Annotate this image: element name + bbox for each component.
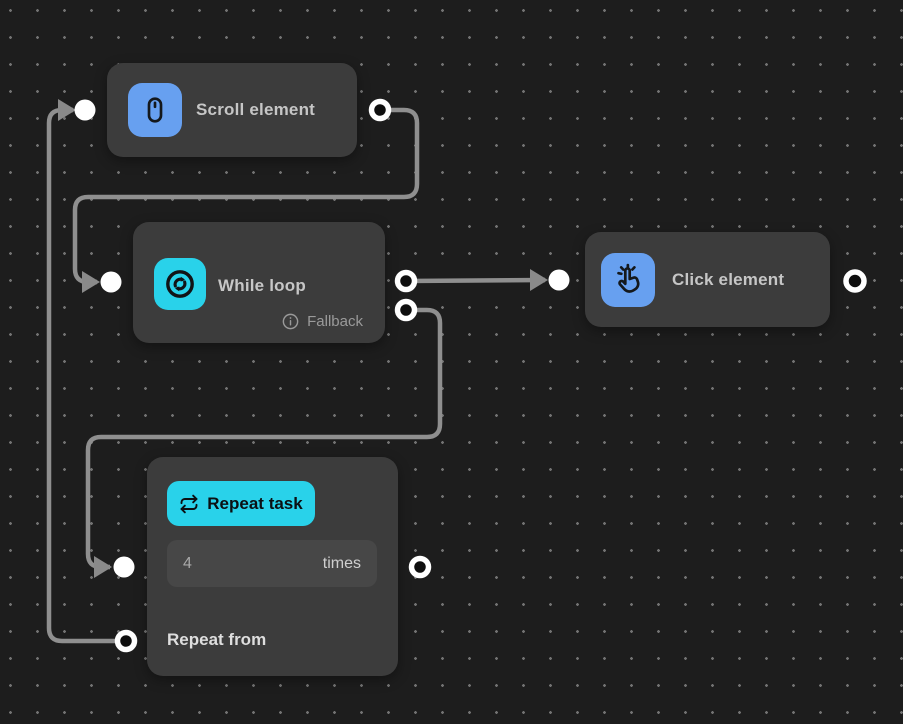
while-loop-fallback-port[interactable]: [394, 298, 418, 322]
node-click-element[interactable]: Click element: [585, 232, 830, 327]
times-field[interactable]: times: [167, 540, 377, 587]
repeat-task-output-port[interactable]: [408, 555, 432, 579]
times-suffix-label: times: [322, 554, 361, 572]
fallback-label: Fallback: [307, 313, 363, 330]
node-repeat-task[interactable]: Repeat task times Repeat from: [147, 457, 398, 676]
node-title: Scroll element: [196, 100, 316, 119]
node-while-loop[interactable]: While loop Fallback: [133, 222, 385, 343]
fallback-handle[interactable]: Fallback: [281, 312, 363, 331]
info-icon: [282, 313, 299, 330]
repeat-task-button[interactable]: Repeat task: [167, 481, 315, 526]
scroll-element-output-port[interactable]: [368, 98, 392, 122]
while-loop-output-port[interactable]: [394, 269, 418, 293]
while-loop-input-port[interactable]: [100, 271, 122, 293]
repeat-task-input-port[interactable]: [113, 556, 135, 578]
loop-icon: [154, 258, 206, 310]
edge-while-fallback-to-repeat[interactable]: [85, 307, 443, 570]
edge-arrowhead: [58, 99, 76, 121]
times-input[interactable]: [183, 554, 243, 573]
edge-arrowhead: [82, 271, 100, 293]
edge-arrowhead: [530, 269, 548, 291]
edge-while-to-click[interactable]: [405, 277, 546, 284]
repeat-from-port[interactable]: [114, 629, 138, 653]
edge-scroll-to-while[interactable]: [72, 107, 420, 285]
click-element-input-port[interactable]: [548, 269, 570, 291]
node-title: Click element: [672, 269, 785, 289]
edge-repeat-from-to-scroll[interactable]: [46, 107, 126, 644]
node-scroll-element[interactable]: Scroll element: [107, 63, 357, 157]
repeat-from-label: Repeat from: [167, 630, 267, 649]
edge-arrowhead: [94, 556, 112, 578]
repeat-task-button-label: Repeat task: [207, 493, 303, 513]
click-element-output-port[interactable]: [843, 269, 867, 293]
repeat-icon: [180, 494, 198, 513]
node-title: While loop: [218, 276, 306, 295]
mouse-icon: [128, 83, 182, 137]
tap-icon: [601, 252, 655, 307]
scroll-element-input-port[interactable]: [74, 99, 96, 121]
